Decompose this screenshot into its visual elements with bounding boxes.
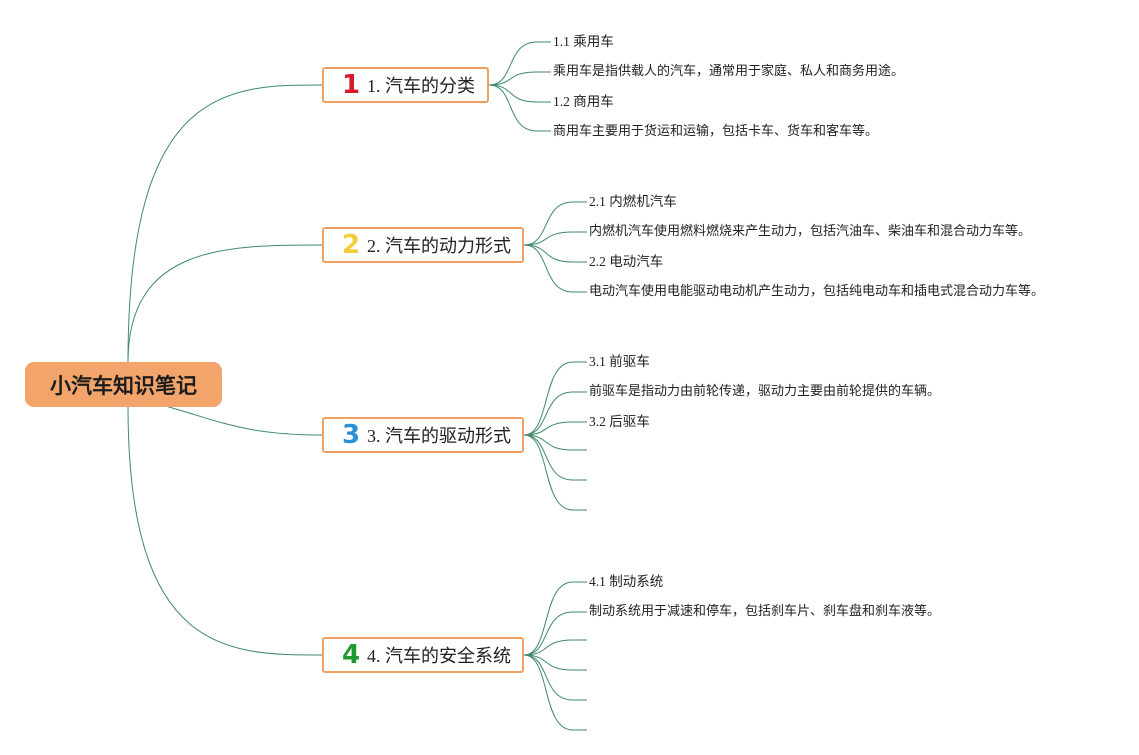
branch-classification[interactable]: 1 1. 汽车的分类 <box>322 67 489 103</box>
leaf-connector <box>523 581 574 656</box>
number-2-icon: 2 <box>341 230 361 260</box>
branch-connector <box>127 405 323 656</box>
leaf-topic[interactable]: 前驱车是指动力由前轮传递，驱动力主要由前轮提供的车辆。 <box>589 384 941 399</box>
leaf-topic[interactable]: 1.1 乘用车 <box>553 34 614 49</box>
leaf-connector <box>523 654 574 731</box>
branch-safety[interactable]: 4 4. 汽车的安全系统 <box>322 637 524 673</box>
leaf-connector <box>523 434 574 451</box>
leaf-connector <box>523 421 574 436</box>
branch-label: 1. 汽车的分类 <box>367 76 475 96</box>
leaf-topic[interactable]: 乘用车是指供载人的汽车，通常用于家庭、私人和商务用途。 <box>553 64 905 79</box>
leaf-topic[interactable]: 2.2 电动汽车 <box>589 254 664 269</box>
root-title: 小汽车知识笔记 <box>50 373 197 398</box>
leaf-connector <box>488 71 538 86</box>
branch-label: 2. 汽车的动力形式 <box>367 236 511 256</box>
leaf-connector <box>523 434 574 481</box>
root-topic[interactable]: 小汽车知识笔记 <box>25 362 222 407</box>
leaf-topic[interactable]: 内燃机汽车使用燃料燃烧来产生动力，包括汽油车、柴油车和混合动力车等。 <box>589 224 1032 239</box>
leaf-connector <box>488 84 538 103</box>
leaf-topic[interactable]: 制动系统用于减速和停车，包括刹车片、刹车盘和刹车液等。 <box>589 604 941 619</box>
branch-power[interactable]: 2 2. 汽车的动力形式 <box>322 227 524 263</box>
leaf-connector <box>488 84 538 132</box>
number-3-icon: 3 <box>341 420 361 450</box>
leaf-connector <box>523 244 574 293</box>
branch-connector <box>157 403 323 436</box>
leaf-connector <box>523 639 574 656</box>
leaf-topic[interactable]: 1.2 商用车 <box>553 94 614 109</box>
leaf-connector <box>523 231 574 246</box>
branch-label: 4. 汽车的安全系统 <box>367 646 511 666</box>
leaf-topic[interactable]: 商用车主要用于货运和运输，包括卡车、货车和客车等。 <box>553 124 879 139</box>
leaf-connector <box>523 201 574 246</box>
leaf-connector <box>523 654 574 671</box>
leaf-topic[interactable]: 3.2 后驱车 <box>589 414 650 429</box>
leaf-topic[interactable]: 电动汽车使用电能驱动电动机产生动力，包括纯电动车和插电式混合动力车等。 <box>589 284 1045 299</box>
leaf-connector <box>488 41 538 86</box>
leaf-topic[interactable]: 3.1 前驱车 <box>589 354 650 369</box>
number-4-icon: 4 <box>341 640 361 670</box>
leaf-topic[interactable]: 4.1 制动系统 <box>589 574 664 589</box>
branch-connector <box>127 84 323 363</box>
leaf-connector <box>523 244 574 263</box>
leaf-connector <box>523 391 574 436</box>
leaf-connector <box>523 611 574 656</box>
leaf-connector <box>523 434 574 511</box>
branch-connector <box>127 244 323 363</box>
leaf-topic[interactable]: 2.1 内燃机汽车 <box>589 194 677 209</box>
leaf-connector <box>523 654 574 701</box>
branch-drive[interactable]: 3 3. 汽车的驱动形式 <box>322 417 524 453</box>
leaf-connector <box>523 361 574 436</box>
branch-label: 3. 汽车的驱动形式 <box>367 426 511 446</box>
number-1-icon: 1 <box>341 70 361 100</box>
